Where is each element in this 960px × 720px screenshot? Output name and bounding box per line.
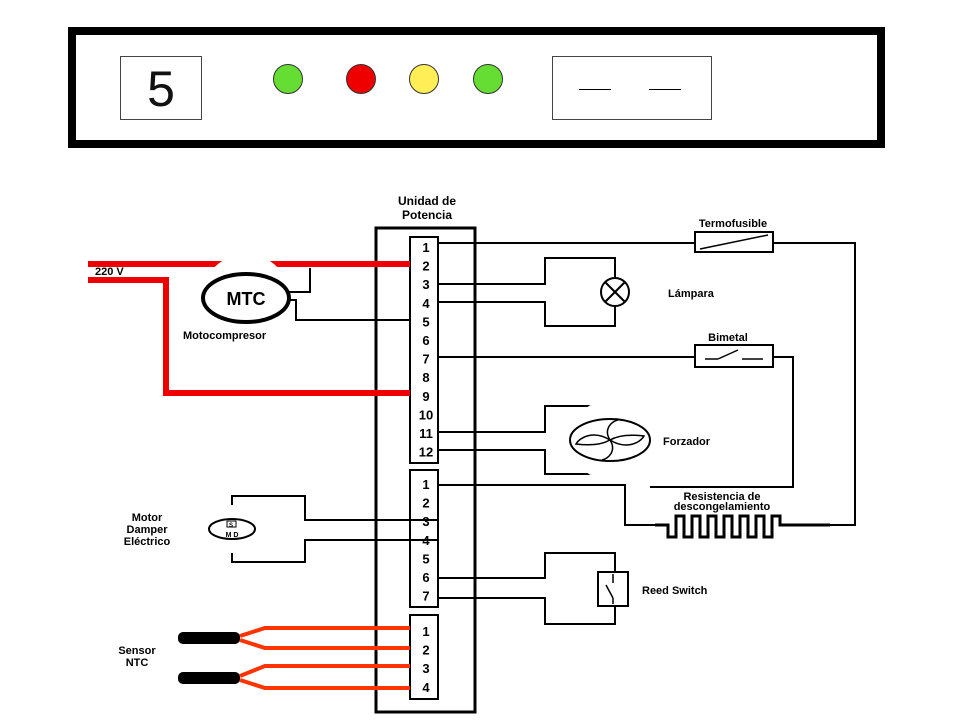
compressor-symbol <box>201 272 291 324</box>
connector-a-pin-10: 10 <box>419 407 433 422</box>
damper-label-2: Damper <box>127 524 169 536</box>
sensor-2-wire-b <box>239 678 410 690</box>
sensor-2-wire-a <box>239 664 410 678</box>
connector-a <box>409 236 439 464</box>
bimetal-blade <box>717 349 739 360</box>
indicator-light-red <box>346 64 376 94</box>
connector-b-pin-1: 1 <box>422 477 429 492</box>
connector-a-pin-12: 12 <box>419 445 433 460</box>
connector-c-pins: 1 2 3 4 <box>422 624 430 695</box>
fan-label: Forzador <box>663 436 711 448</box>
connector-a-pin-6: 6 <box>422 333 429 348</box>
bimetal-label: Bimetal <box>708 332 748 344</box>
damper-label-1: Motor <box>132 512 163 524</box>
reed-blade <box>605 584 614 599</box>
sensor-label-1: Sensor <box>118 645 156 657</box>
indicator-light-green-1 <box>273 64 303 94</box>
thermal-fuse-label: Termofusible <box>699 218 767 230</box>
damper-symbol-box <box>226 520 237 528</box>
connector-a-pin-11: 11 <box>419 426 433 441</box>
damper-symbol-bottom: M D <box>226 532 239 539</box>
defrost-wire-in <box>438 484 655 526</box>
bimetal-switch <box>694 344 774 368</box>
counter-display: 5 <box>120 56 202 120</box>
connector-b-pin-2: 2 <box>422 496 429 511</box>
fan-blade-top <box>606 419 619 441</box>
connector-c-pin-4: 4 <box>422 680 430 695</box>
connector-b-pin-7: 7 <box>422 589 429 604</box>
ntc-sensor-probe-1 <box>178 632 240 644</box>
display-dash-1 <box>579 89 611 90</box>
connector-b <box>409 469 439 608</box>
sensor-label-2: NTC <box>126 657 149 669</box>
compressor-wire-b <box>289 299 410 321</box>
connector-a-pin-4: 4 <box>422 296 430 311</box>
code-display <box>552 56 712 120</box>
compressor-symbol-label: MTC <box>227 289 266 309</box>
indicator-light-green-2 <box>473 64 503 94</box>
power-unit-label-2: Potencia <box>402 208 452 222</box>
status-panel <box>68 27 885 148</box>
defrost-heater <box>655 514 830 539</box>
lamp-cross-2 <box>604 281 626 303</box>
connector-a-pin-3: 3 <box>422 277 429 292</box>
supply-wire-neutral <box>88 277 410 396</box>
fan-blade-bottom <box>601 439 614 461</box>
connector-a-pin-8: 8 <box>422 370 429 385</box>
connector-a-pin-5: 5 <box>422 314 429 329</box>
fuse-wire-out <box>773 242 856 526</box>
connector-c <box>409 614 439 700</box>
sensor-1-wire-b <box>239 638 410 650</box>
bimetal-wire-out <box>650 356 794 488</box>
damper-motor-symbol <box>208 518 256 540</box>
compressor-label: Motocompresor <box>183 330 267 342</box>
reed-label: Reed Switch <box>642 585 708 597</box>
compressor-wire-a <box>289 268 311 293</box>
ntc-sensor-probe-2 <box>178 672 240 684</box>
damper-symbol-top: S <box>229 523 233 529</box>
connector-c-pin-2: 2 <box>422 643 429 658</box>
damper-label-3: Eléctrico <box>124 536 171 548</box>
fan-blade-left <box>574 434 611 446</box>
connector-a-pin-9: 9 <box>422 389 429 404</box>
connector-b-pin-5: 5 <box>422 551 429 566</box>
connector-c-pin-3: 3 <box>422 661 429 676</box>
fan-blade-right <box>609 434 646 446</box>
power-unit-label-1: Unidad de <box>398 194 456 208</box>
defrost-label-1: Resistencia de <box>683 491 760 503</box>
sensor-1-wire-a <box>239 626 410 638</box>
supply-label: 220 V <box>95 266 124 278</box>
thermal-fuse-element <box>699 234 769 250</box>
connector-c-pin-1: 1 <box>422 624 429 639</box>
connector-b-pin-6: 6 <box>422 570 429 585</box>
connector-a-pin-7: 7 <box>422 352 429 367</box>
connector-a-pin-1: 1 <box>422 240 429 255</box>
connector-b-pin-3: 3 <box>422 514 429 529</box>
connector-a-pin-2: 2 <box>422 259 429 274</box>
display-dash-2 <box>649 89 681 90</box>
defrost-label-2: descongelamiento <box>674 501 771 513</box>
indicator-light-yellow <box>409 64 439 94</box>
lamp-label: Lámpara <box>668 288 715 300</box>
